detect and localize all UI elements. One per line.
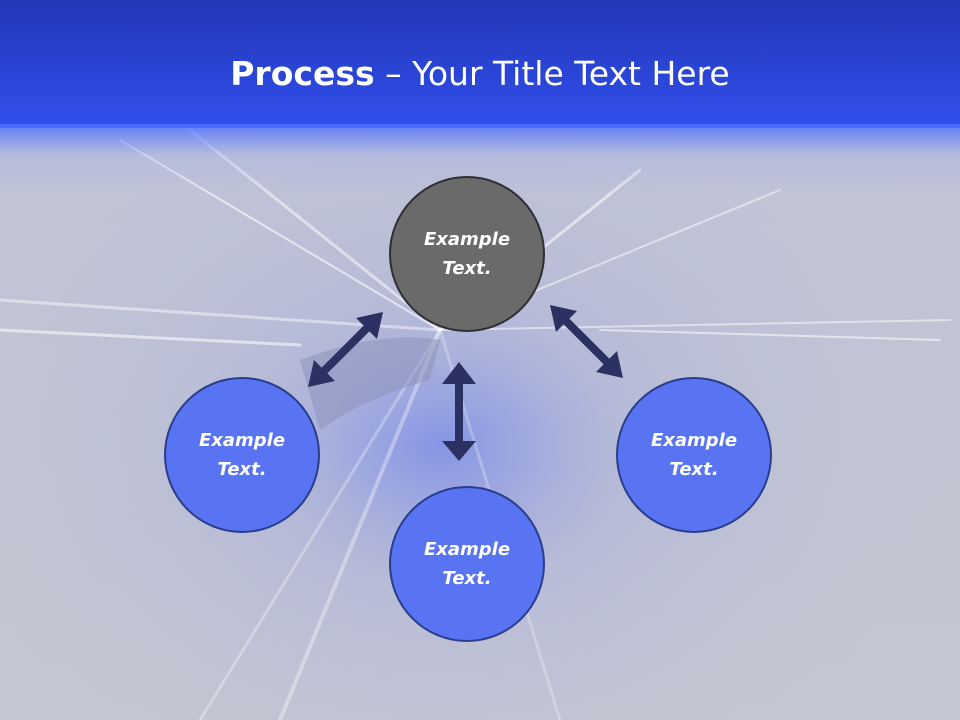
slide-title-bold: Process	[230, 54, 375, 93]
center-node: Example Text.	[389, 176, 545, 332]
slide-title-rest: – Your Title Text Here	[374, 54, 730, 93]
node-bottom-label: Example Text.	[423, 539, 511, 589]
slide-title: Process – Your Title Text Here	[0, 52, 960, 96]
arrow-center-to-left	[308, 312, 383, 387]
node-bottom: Example Text.	[389, 486, 545, 642]
node-left-label: Example Text.	[198, 430, 286, 480]
center-node-label: Example Text.	[423, 229, 511, 279]
node-right-label: Example Text.	[650, 430, 738, 480]
arrow-center-to-right	[550, 305, 623, 378]
arrow-center-to-bottom	[442, 362, 476, 461]
title-bar	[0, 0, 960, 128]
node-right: Example Text.	[616, 377, 772, 533]
node-left: Example Text.	[164, 377, 320, 533]
